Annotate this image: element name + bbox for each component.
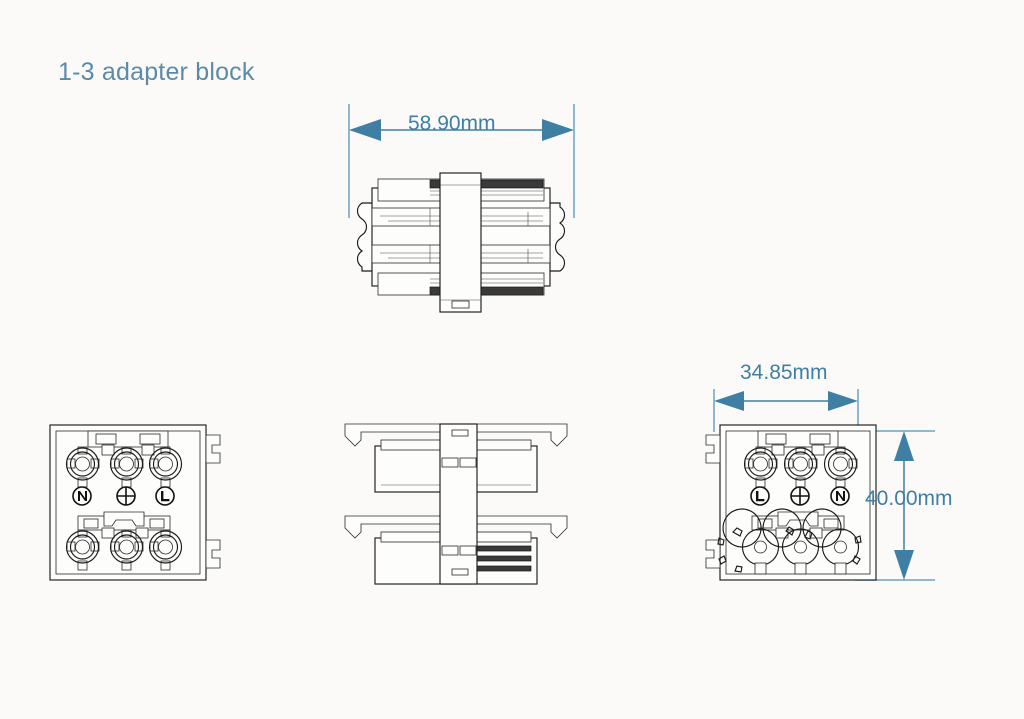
marking-neutral [72, 486, 92, 506]
gear-port [717, 508, 780, 575]
port [148, 529, 183, 571]
side-view [344, 423, 568, 585]
port [743, 446, 778, 488]
rear-top-bracket [757, 430, 839, 456]
dimension-label-width-top: 58.90mm [408, 112, 496, 135]
gear-port [802, 508, 862, 575]
marking-live [750, 486, 770, 506]
dimension-label-width-right: 34.85mm [740, 361, 828, 384]
rear-port-row-top [743, 446, 858, 488]
port [783, 446, 818, 488]
front-port-row-top [65, 446, 183, 488]
port [148, 446, 183, 488]
dimension-label-height-right: 40.00mm [865, 487, 953, 510]
rear-middle-bracket [751, 511, 845, 539]
port [823, 446, 858, 488]
port [109, 446, 144, 488]
front-view [49, 424, 221, 581]
front-middle-bracket [77, 511, 171, 539]
marking-neutral [830, 486, 850, 506]
port [109, 529, 144, 571]
dimension-width-rear [713, 389, 859, 432]
rear-view [705, 424, 877, 581]
top-view [356, 172, 566, 313]
marking-live [155, 486, 175, 506]
dimension-width-top [348, 104, 575, 218]
marking-earth [790, 486, 810, 506]
rear-port-row-bottom [717, 508, 862, 575]
front-port-row-bottom [65, 529, 183, 571]
front-top-bracket [87, 430, 169, 456]
port [65, 529, 100, 571]
page-title: 1-3 adapter block [58, 58, 255, 86]
marking-earth [116, 486, 136, 506]
